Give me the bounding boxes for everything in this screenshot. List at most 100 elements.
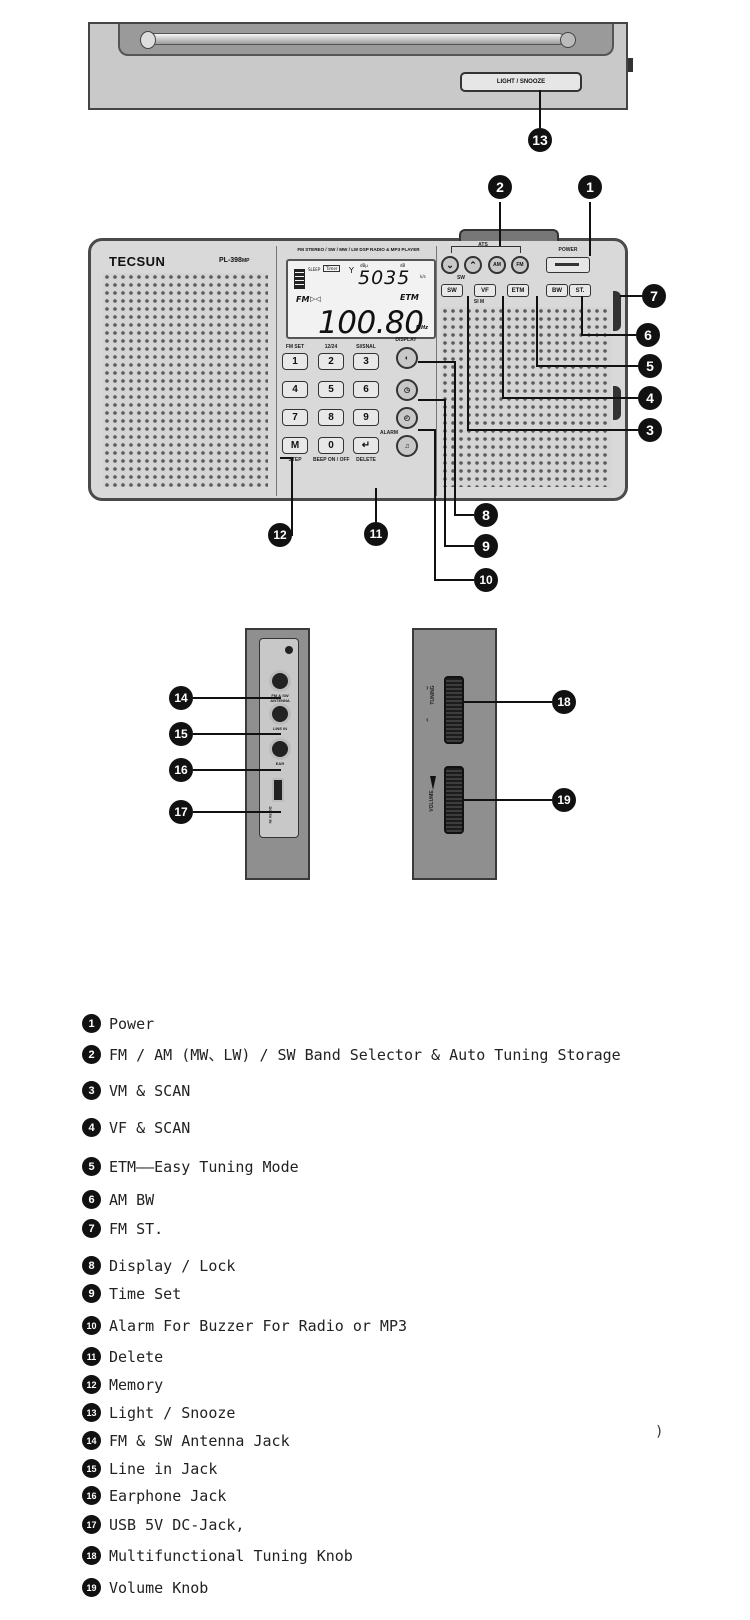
legend-text: AM BW xyxy=(109,1190,155,1209)
etm-button[interactable]: ETM xyxy=(507,284,529,297)
leader-5 xyxy=(536,296,638,367)
battery-icon xyxy=(294,269,305,289)
volume-knob[interactable] xyxy=(444,766,464,834)
antenna-jack-label: FM & SW ANTENNA xyxy=(270,693,290,703)
key-9[interactable]: 9 xyxy=(353,409,379,426)
earphone-jack-label: EAR xyxy=(275,761,285,766)
sw-label: SW xyxy=(456,275,466,281)
line-in-jack[interactable] xyxy=(269,703,291,725)
legend-text: VM & SCAN xyxy=(109,1081,191,1100)
lcd-etm-label: ETM xyxy=(400,293,419,302)
legend-num: 5 xyxy=(82,1157,101,1176)
power-button[interactable] xyxy=(546,257,590,273)
center-divider-left xyxy=(276,246,277,496)
si-signal-label: SI/SNAL xyxy=(356,344,376,350)
antenna-jack[interactable] xyxy=(269,670,291,692)
alarm-radio-button[interactable]: ◴ xyxy=(396,407,418,429)
earphone-jack[interactable] xyxy=(269,738,291,760)
left-side-view: FM & SW ANTENNA LINE IN EAR DC 5V IN xyxy=(245,628,310,880)
legend-item: 5 ETM——Easy Tuning Mode xyxy=(82,1157,299,1176)
callout-4: 4 xyxy=(638,386,662,410)
tuning-knob[interactable] xyxy=(444,676,464,744)
leader-8 xyxy=(418,361,474,516)
usb-jack[interactable] xyxy=(272,778,284,802)
fm-set-label: FM SET xyxy=(285,344,305,350)
header-text: FM STEREO / SW / MW / LW DSP RADIO & MP3… xyxy=(297,247,420,252)
volume-wedge-icon xyxy=(430,776,436,790)
leader-3 xyxy=(467,296,638,431)
legend-num: 15 xyxy=(82,1459,101,1478)
legend-text: Delete xyxy=(109,1347,164,1366)
legend-num: 4 xyxy=(82,1118,101,1137)
key-4[interactable]: 4 xyxy=(282,381,308,398)
band-up-button[interactable]: ⌃ xyxy=(464,256,482,274)
time-set-button[interactable]: ◷ xyxy=(396,379,418,401)
legend-text: FM & SW Antenna Jack xyxy=(109,1431,290,1450)
fm-band-button[interactable]: FM xyxy=(511,256,529,274)
leader-9 xyxy=(418,399,474,547)
key-1[interactable]: 1 xyxy=(282,353,308,370)
si-m-label: SI M xyxy=(473,299,485,305)
legend-num: 12 xyxy=(82,1375,101,1394)
legend-text: FM ST. xyxy=(109,1219,164,1238)
legend-num: 3 xyxy=(82,1081,101,1100)
callout-16: 16 xyxy=(169,758,193,782)
callout-2: 2 xyxy=(488,175,512,199)
clock-icon: ◷ xyxy=(403,387,411,394)
bw-button[interactable]: BW xyxy=(546,284,568,297)
legend-item: 15 Line in Jack xyxy=(82,1459,217,1478)
model-text: PL-398 xyxy=(219,257,242,264)
brand-logo: TECSUN xyxy=(109,254,166,269)
delete-key[interactable]: ↵ xyxy=(353,437,379,454)
bell-icon: ♫ xyxy=(404,442,410,450)
key-2[interactable]: 2 xyxy=(318,353,344,370)
display-lock-button[interactable]: ◐ xyxy=(396,347,418,369)
lcd-dbu-label: dBμ xyxy=(360,263,368,268)
legend-num: 17 xyxy=(82,1515,101,1534)
key-0[interactable]: 0 xyxy=(318,437,344,454)
alarm-buzzer-button[interactable]: ♫ xyxy=(396,435,418,457)
light-snooze-button[interactable]: LIGHT / SNOOZE xyxy=(460,72,582,92)
key-7[interactable]: 7 xyxy=(282,409,308,426)
legend-num: 8 xyxy=(82,1256,101,1275)
legend-text: Power xyxy=(109,1014,155,1033)
stereo-icon: ▷◁ xyxy=(310,295,321,303)
callout-3: 3 xyxy=(638,418,662,442)
key-3[interactable]: 3 xyxy=(353,353,379,370)
legend-item: 3 VM & SCAN xyxy=(82,1081,190,1100)
legend-num: 7 xyxy=(82,1219,101,1238)
callout-lines xyxy=(193,90,642,813)
legend-text: ETM——Easy Tuning Mode xyxy=(109,1157,299,1176)
key-5[interactable]: 5 xyxy=(318,381,344,398)
key-8[interactable]: 8 xyxy=(318,409,344,426)
sw-vm-button[interactable]: SW xyxy=(441,284,463,297)
am-band-button[interactable]: AM xyxy=(488,256,506,274)
key-6[interactable]: 6 xyxy=(353,381,379,398)
legend-text: Memory xyxy=(109,1375,164,1394)
stray-mark: ) xyxy=(655,1424,664,1440)
lcd-clock: 5035 xyxy=(358,267,411,289)
handle-top xyxy=(459,229,559,241)
beep-label: BEEP ON / OFF xyxy=(313,457,350,463)
memory-key[interactable]: M xyxy=(282,437,308,454)
tuning-arrows: ›‹ xyxy=(426,683,429,724)
side-stub xyxy=(628,58,633,72)
legend-text: Time Set xyxy=(109,1284,182,1303)
vf-button[interactable]: VF xyxy=(474,284,496,297)
legend-num: 16 xyxy=(82,1486,101,1505)
lcd-ds-label: dB xyxy=(400,263,406,268)
st-button[interactable]: ST. xyxy=(569,284,591,297)
leader-10 xyxy=(418,429,474,581)
band-down-button[interactable]: ⌄ xyxy=(441,256,459,274)
step-label: STEP xyxy=(288,457,302,463)
legend-text: Line in Jack xyxy=(109,1459,218,1478)
callout-12: 12 xyxy=(268,523,292,547)
legend-num: 11 xyxy=(82,1347,101,1366)
